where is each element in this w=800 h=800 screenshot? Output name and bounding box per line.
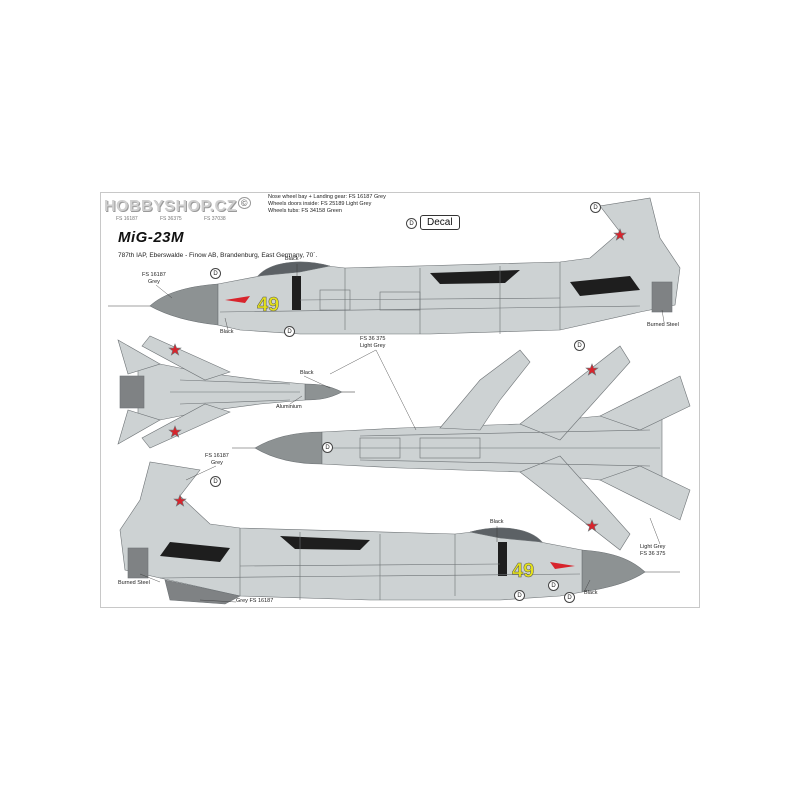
- decal-marker-d: D: [564, 592, 575, 603]
- decal-legend-label: Decal: [420, 215, 460, 230]
- swatch-label-3: FS 37038: [204, 216, 226, 222]
- radome-top-side: [149, 283, 219, 326]
- hobbyshop-watermark: HOBBYSHOP.CZ©: [104, 197, 251, 216]
- label-black-canopy: Black: [285, 256, 299, 262]
- decal-marker-d: D: [210, 268, 221, 279]
- unit-subtitle: 787th IAP, Eberswalde - Finow AB, Brande…: [118, 252, 318, 259]
- swatch-label-2: FS 36375: [160, 216, 182, 222]
- tail-number-top: 49: [257, 294, 279, 316]
- label-black-side: Black: [490, 519, 504, 525]
- label-fs36375-light-grey: FS 36 375 Light Grey: [360, 336, 386, 349]
- decal-marker-d: D: [574, 340, 585, 351]
- note-line: Nose wheel bay + Landing gear: FS 16187 …: [268, 194, 386, 200]
- bottom-view-large: [232, 345, 691, 551]
- decal-marker-d: D: [590, 202, 601, 213]
- label-burned-steel-top: Burned Steel: [647, 322, 679, 328]
- wing-upper: [519, 345, 631, 441]
- label-burned-steel-bottom: Burned Steel: [118, 580, 150, 586]
- top-view-small: [117, 335, 355, 449]
- label-black-nose-bottom: Black: [584, 590, 598, 596]
- label-grey-fs16187-bottom: Grey FS 16187: [236, 598, 274, 604]
- decal-marker-d: D: [284, 326, 295, 337]
- tail-number-bottom: 49: [512, 560, 534, 582]
- decal-marker-d: D: [548, 580, 559, 591]
- label-black-underside: Black: [300, 370, 314, 376]
- note-line: Wheels doors inside: FS 25189 Light Grey: [268, 201, 372, 207]
- decal-marker-d: D: [514, 590, 525, 601]
- label-black-nose: Black: [220, 329, 234, 335]
- label-light-grey-right: Light Grey FS 36 375: [640, 544, 666, 557]
- swatch-label-1: FS 16187: [116, 216, 138, 222]
- label-aluminium: Aluminium: [276, 404, 302, 410]
- decal-marker-d: D: [210, 476, 221, 487]
- aircraft-title: MiG-23M: [118, 229, 185, 246]
- label-fs16187-grey: FS 16187 Grey: [142, 272, 166, 285]
- decal-marker-d: D: [322, 442, 333, 453]
- note-line: Wheels tubs: FS 34158 Green: [268, 208, 342, 214]
- paint-notes: Nose wheel bay + Landing gear: FS 16187 …: [268, 194, 386, 215]
- side-view-left-facing: 49: [108, 197, 681, 335]
- leader-lines: [139, 264, 665, 603]
- label-fs16187-grey-mid: FS 16187 Grey: [205, 453, 229, 466]
- side-view-right-facing: 49: [119, 461, 680, 605]
- decal-marker-legend: D: [406, 218, 417, 229]
